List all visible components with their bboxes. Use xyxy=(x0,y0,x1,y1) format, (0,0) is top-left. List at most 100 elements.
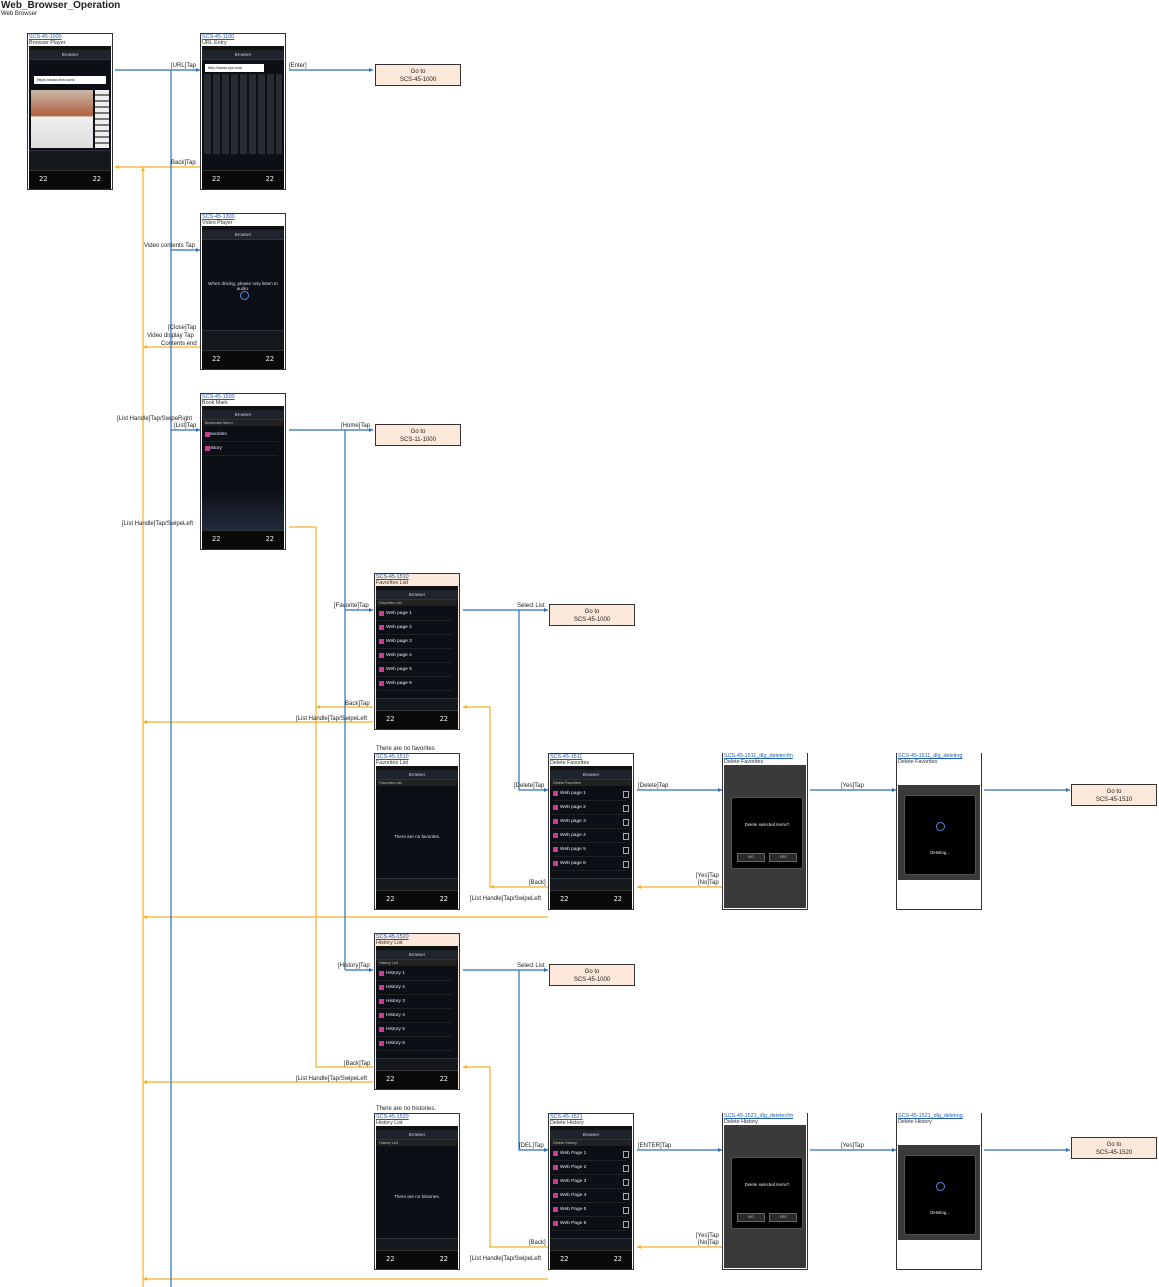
list-item: Web page 4 xyxy=(552,829,629,843)
screen-card-favorites-empty: SCS-45-1510 Favorites List Browser Favor… xyxy=(374,753,460,910)
screen-name: URL Entry xyxy=(202,39,227,46)
empty-message: There are no histories. xyxy=(394,1194,440,1199)
screen-header: Browser xyxy=(550,770,632,780)
transition-label: [Back]Tap xyxy=(344,1061,371,1067)
screen-thumbnail: Browser History List History 1 History 2… xyxy=(376,946,458,1089)
back-line-bookmark xyxy=(289,526,373,1068)
screen-header: Browser xyxy=(202,410,284,420)
screen-id[interactable]: SCS-45-1511_dlg_deleting xyxy=(898,753,963,759)
screen-header: Browser xyxy=(376,950,458,960)
screen-name: Video Player xyxy=(202,219,233,226)
loading-spinner-icon xyxy=(936,822,945,831)
screen-name: Favorites List xyxy=(376,759,409,766)
dialog-yes-button: YES xyxy=(769,853,797,862)
list-item: History 1 xyxy=(378,967,452,981)
transition-label: [Enter] xyxy=(289,63,307,69)
transition-label: [Delete]Tap xyxy=(514,783,545,789)
screen-thumbnail: Delete selected items? NO YES xyxy=(724,1125,806,1268)
screen-id[interactable]: SCS-45-1100 xyxy=(202,34,235,40)
screen-id[interactable]: SCS-45-1500 xyxy=(202,394,235,400)
note-no-histories: There are no histories. xyxy=(376,1106,437,1112)
list-item: History 6 xyxy=(378,1037,452,1051)
screen-id[interactable]: SCS-45-1000 xyxy=(29,34,62,40)
screen-id[interactable]: SCS-45-1520 xyxy=(376,934,409,940)
screen-card-deleting-favorites: SCS-45-1511_dlg_deleting Delete Favorite… xyxy=(896,753,982,910)
screen-thumbnail: Deleting... xyxy=(898,1145,980,1240)
transition-label: Select List xyxy=(517,603,545,609)
screen-thumbnail: Deleting... xyxy=(898,785,980,880)
loading-spinner-icon xyxy=(240,291,249,300)
screen-id[interactable]: SCS-45-1511 xyxy=(550,754,583,760)
screen-card-favorites-list: SCS-45-1510 Favorites List Browser Favor… xyxy=(374,573,460,730)
loading-spinner-icon xyxy=(936,1182,945,1191)
screen-id[interactable]: SCS-45-1510 xyxy=(376,574,409,580)
screen-id[interactable]: SCS-45-1520 xyxy=(376,1114,409,1120)
screen-thumbnail: Browser Favorites List Web page 1 Web pa… xyxy=(376,586,458,729)
screen-id[interactable]: SCS-45-1300 xyxy=(202,214,235,220)
screen-header: Browser xyxy=(202,230,284,240)
screen-id[interactable]: SCS-45-1521_dlg_deletecfm xyxy=(724,1113,794,1119)
dialog-yes-button: YES xyxy=(769,1213,797,1222)
screen-id[interactable]: SCS-45-1510 xyxy=(376,754,409,760)
deleting-message: Deleting... xyxy=(930,1210,950,1215)
url-input: http://www.xyz.com xyxy=(205,64,264,72)
screen-thumbnail: Browser Bookmark Menu Favorites History … xyxy=(202,406,284,549)
transition-label: [History]Tap xyxy=(338,963,370,969)
screen-card-delete-favorites: SCS-45-1511 Delete Favorites Browser Del… xyxy=(548,753,634,910)
list-item: Web page 3 xyxy=(552,815,629,829)
transition-label: [List Handle]Tap/SwipeLeft xyxy=(122,521,194,527)
dialog-question: Delete selected items? xyxy=(744,1182,790,1187)
transition-label: Select List xyxy=(517,963,545,969)
screen-name: Delete History xyxy=(550,1119,584,1126)
screen-name: Delete Favorites xyxy=(724,758,764,765)
transition-label: [Back] xyxy=(529,1240,546,1246)
transition-label: [List]Tap xyxy=(174,423,197,429)
bookmark-item-favorites: Favorites xyxy=(204,428,278,442)
list-controls xyxy=(550,1238,632,1251)
note-no-favorites: There are no favorites xyxy=(376,746,435,752)
screen-name: Favorites List xyxy=(376,579,409,586)
screen-header: Browser xyxy=(550,1130,632,1140)
screen-header: Browser xyxy=(29,50,111,60)
screen-thumbnail: Browser History List There are no histor… xyxy=(376,1126,458,1269)
list-item: Web Page 2 xyxy=(552,1161,629,1175)
web-page-content xyxy=(31,90,93,148)
list-item: Web page 6 xyxy=(378,677,452,691)
screen-id[interactable]: SCS-45-1521 xyxy=(550,1114,583,1120)
list-item: Web page 5 xyxy=(552,843,629,857)
screen-header: Browser xyxy=(376,770,458,780)
screen-subheader: Bookmark Menu xyxy=(203,420,283,426)
transition-label: [List Handle]Tap/SwipeRight xyxy=(117,416,193,422)
screen-id[interactable]: SCS-45-1511_dlg_deletecfm xyxy=(724,753,793,759)
list-controls xyxy=(376,1238,458,1251)
video-controls xyxy=(202,330,284,351)
screen-name: Delete History xyxy=(724,1118,758,1125)
screen-name: Delete Favorites xyxy=(550,759,590,766)
screen-subheader: Delete Favorites xyxy=(551,780,631,786)
list-item: History 3 xyxy=(378,995,452,1009)
deleting-dialog: Deleting... xyxy=(904,795,976,875)
screen-id[interactable]: SCS-45-1521_dlg_deleting xyxy=(898,1113,963,1119)
dialog-no-button: NO xyxy=(737,853,765,862)
list-item: Web Page 4 xyxy=(552,1189,629,1203)
screen-header: Browser xyxy=(376,590,458,600)
screen-card-deleting-history: SCS-45-1521_dlg_deleting Delete History … xyxy=(896,1113,982,1270)
transition-label: Back]Tap xyxy=(345,701,370,707)
screen-thumbnail: Browser Delete Favorites Web page 1 Web … xyxy=(550,766,632,909)
screen-name: Browser Player xyxy=(29,39,66,46)
keyboard xyxy=(204,74,282,154)
list-item: History 2 xyxy=(378,981,452,995)
screen-subheader: Delete History xyxy=(551,1140,631,1146)
screen-card-history-list: SCS-45-1520 History List Browser History… xyxy=(374,933,460,1090)
list-item: History 5 xyxy=(378,1023,452,1037)
screen-subheader: Favorites List xyxy=(377,780,457,786)
